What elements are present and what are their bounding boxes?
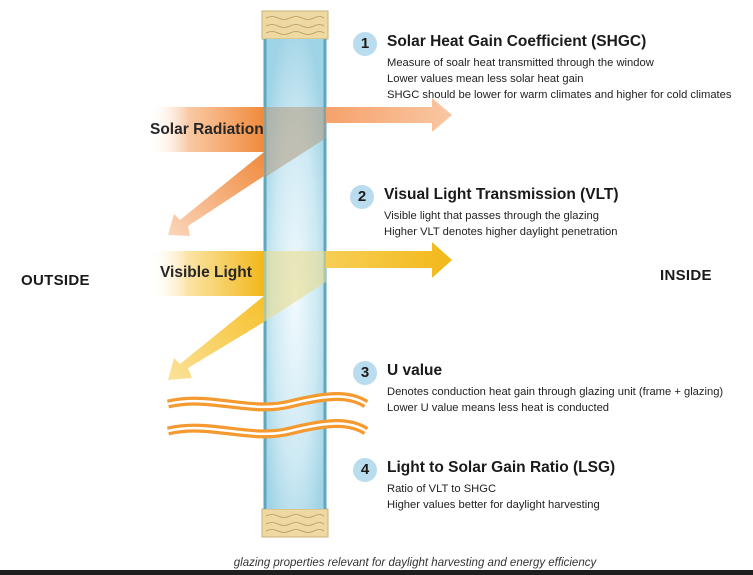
visible-in-glass bbox=[264, 251, 326, 322]
property-title: Solar Heat Gain Coefficient (SHGC) bbox=[387, 33, 647, 50]
property-line: SHGC should be lower for warm climates a… bbox=[387, 89, 732, 101]
property-line: Measure of soalr heat transmitted throug… bbox=[387, 57, 654, 69]
frame-top bbox=[261, 10, 329, 40]
solar-incoming-band bbox=[148, 107, 264, 152]
solar-in-glass bbox=[264, 107, 326, 178]
solar-transmitted-arrow bbox=[326, 98, 452, 132]
visible-light-label: Visible Light bbox=[160, 264, 252, 281]
bottom-bar bbox=[0, 570, 753, 575]
property-title: Visual Light Transmission (VLT) bbox=[384, 186, 619, 203]
solar-radiation-label: Solar Radiation bbox=[150, 121, 264, 138]
property-line: Visible light that passes through the gl… bbox=[384, 210, 599, 222]
inside-label: INSIDE bbox=[660, 267, 712, 284]
conduction-waves bbox=[166, 392, 369, 439]
outside-label: OUTSIDE bbox=[21, 272, 90, 289]
property-number-badge: 1 bbox=[353, 32, 377, 56]
property-number-badge: 4 bbox=[353, 458, 377, 482]
visible-reflected-arrow bbox=[168, 296, 264, 380]
property-line: Ratio of VLT to SHGC bbox=[387, 483, 497, 495]
property-number-badge: 3 bbox=[353, 361, 377, 385]
visible-incoming-band bbox=[148, 251, 264, 296]
visible-transmitted-arrow bbox=[326, 242, 452, 278]
property-line: Denotes conduction heat gain through gla… bbox=[387, 386, 724, 398]
property-line: Higher VLT denotes higher daylight penet… bbox=[384, 226, 618, 238]
property-line: Lower values mean less solar heat gain bbox=[387, 73, 584, 85]
property-title: Light to Solar Gain Ratio (LSG) bbox=[387, 459, 616, 476]
figure-caption: glazing properties relevant for daylight… bbox=[233, 557, 597, 569]
property-line: Higher values better for daylight harves… bbox=[387, 499, 600, 511]
property-title: U value bbox=[387, 362, 443, 379]
property-line: Lower U value means less heat is conduct… bbox=[387, 402, 610, 414]
solar-reflected-arrow bbox=[168, 152, 264, 236]
frame-bottom bbox=[261, 508, 329, 538]
property-number-badge: 2 bbox=[350, 185, 374, 209]
